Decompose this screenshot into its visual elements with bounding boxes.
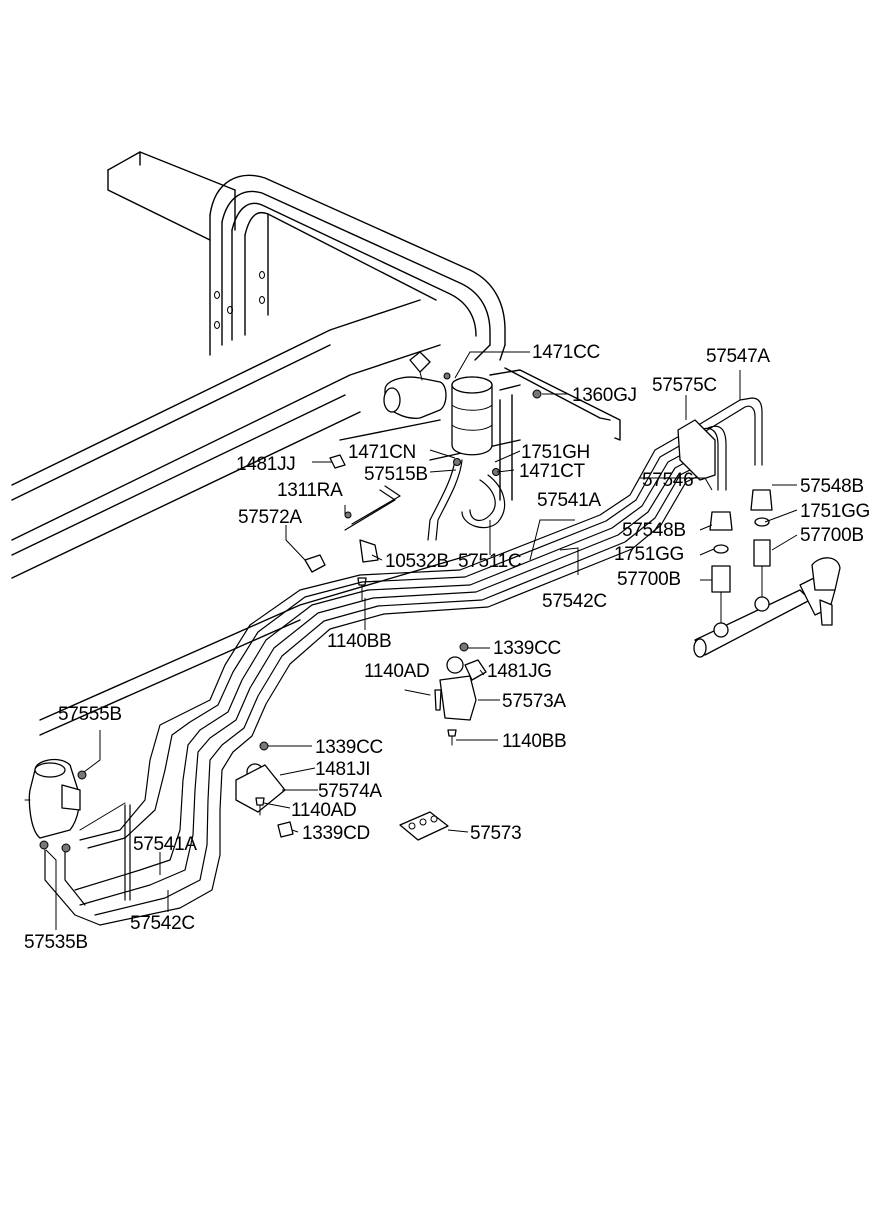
- label-1339cd: 1339CD: [302, 823, 370, 844]
- label-57542c-top: 57542C: [542, 591, 607, 612]
- label-1481ji: 1481JI: [315, 759, 370, 780]
- label-57535b: 57535B: [24, 932, 88, 953]
- label-1140bb-bottom: 1140BB: [502, 731, 566, 752]
- accumulator-canister: [451, 376, 493, 456]
- part-labels: 1471CC 57547A 1360GJ 57575C 1471CN 1751G…: [24, 342, 870, 953]
- label-57541a-top: 57541A: [537, 490, 601, 511]
- label-57574a: 57574A: [318, 781, 382, 802]
- leader-lines: [45, 351, 798, 930]
- label-57572a: 57572A: [238, 507, 302, 528]
- label-10532b: 10532B: [385, 551, 449, 572]
- label-1751gg-left: 1751GG: [614, 544, 684, 565]
- label-57511c: 57511C: [458, 551, 521, 572]
- small-fittings: [304, 389, 542, 601]
- label-1481jg: 1481JG: [487, 661, 552, 682]
- label-57700b-left: 57700B: [617, 569, 681, 590]
- label-1471cn: 1471CN: [348, 442, 416, 463]
- accumulator-hoses: [344, 458, 506, 541]
- label-1339cc-bottom: 1339CC: [315, 737, 383, 758]
- label-57548b-left: 57548B: [622, 520, 686, 541]
- accumulator-bracket: [339, 367, 621, 501]
- label-1481jj: 1481JJ: [236, 454, 295, 475]
- label-57555b: 57555B: [58, 704, 122, 725]
- label-57541a-bottom: 57541A: [133, 834, 197, 855]
- exploded-parts: [235, 642, 487, 841]
- label-1140bb-top: 1140BB: [327, 631, 391, 652]
- label-1140ad-top: 1140AD: [364, 661, 429, 682]
- label-57548b-right: 57548B: [800, 476, 864, 497]
- label-1471ct: 1471CT: [519, 461, 585, 482]
- label-57515b: 57515B: [364, 464, 428, 485]
- brake-pipes: [44, 429, 716, 926]
- label-1751gh: 1751GH: [521, 442, 590, 463]
- label-57547a: 57547A: [706, 346, 770, 367]
- vacuum-pump: [383, 351, 451, 419]
- label-57575c: 57575C: [652, 375, 717, 396]
- label-1311ra: 1311RA: [277, 480, 343, 501]
- right-pipes: [677, 397, 841, 658]
- label-57573: 57573: [470, 823, 521, 844]
- label-57700b-right: 57700B: [800, 525, 864, 546]
- label-1471cc: 1471CC: [532, 342, 600, 363]
- label-1360gj: 1360GJ: [572, 385, 637, 406]
- proportioning-valve: [24, 758, 87, 853]
- label-1751gg-right: 1751GG: [800, 501, 870, 522]
- label-57542c-bottom: 57542C: [130, 913, 195, 934]
- label-1140ad-bottom: 1140AD: [291, 800, 356, 821]
- vehicle-frame: [11, 151, 506, 736]
- label-57573a: 57573A: [502, 691, 566, 712]
- label-57546: 57546: [642, 470, 693, 491]
- label-1339cc-top: 1339CC: [493, 638, 561, 659]
